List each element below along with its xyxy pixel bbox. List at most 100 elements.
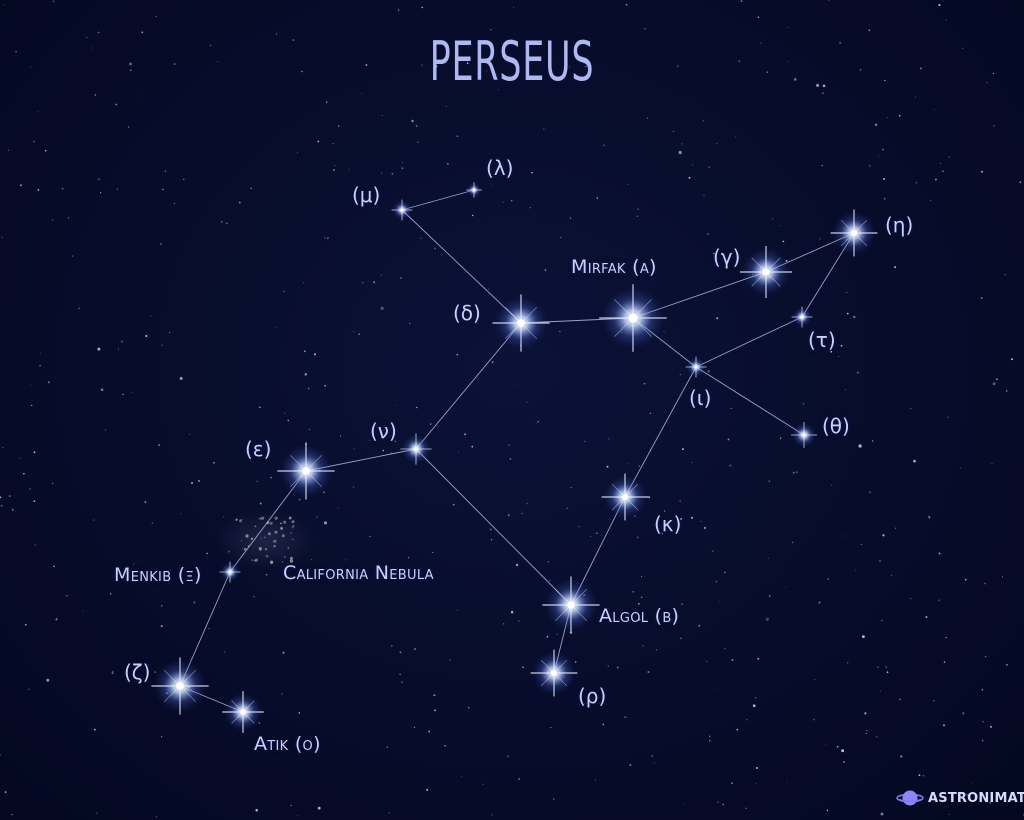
background-star bbox=[910, 408, 912, 410]
background-star bbox=[939, 163, 941, 165]
background-star bbox=[33, 500, 36, 502]
constellation-title: PERSEUS bbox=[429, 30, 595, 93]
background-star bbox=[864, 712, 867, 715]
background-star bbox=[399, 277, 403, 280]
nebula-star bbox=[280, 527, 283, 530]
background-star bbox=[46, 678, 50, 682]
background-star bbox=[713, 688, 715, 690]
background-star bbox=[925, 616, 928, 618]
background-star bbox=[369, 536, 371, 538]
background-star bbox=[399, 673, 401, 675]
star-beta bbox=[542, 576, 600, 634]
nebula-star bbox=[265, 554, 269, 558]
background-star bbox=[646, 117, 649, 120]
background-star bbox=[569, 217, 572, 219]
background-star bbox=[394, 440, 397, 443]
star-omicron bbox=[222, 691, 264, 733]
background-star bbox=[682, 448, 684, 451]
nebula-star bbox=[283, 556, 286, 558]
background-star bbox=[595, 779, 597, 781]
background-star bbox=[208, 628, 210, 630]
background-star bbox=[380, 274, 382, 276]
background-star bbox=[933, 700, 935, 702]
background-star bbox=[1011, 358, 1013, 361]
background-star bbox=[653, 762, 655, 764]
background-star bbox=[638, 603, 640, 605]
nebula-star bbox=[290, 532, 292, 534]
background-star bbox=[607, 665, 609, 667]
background-star bbox=[303, 350, 306, 353]
background-star bbox=[656, 649, 658, 651]
background-star bbox=[636, 536, 639, 539]
background-star bbox=[531, 171, 533, 174]
background-star bbox=[875, 736, 878, 738]
background-star bbox=[736, 728, 739, 731]
nebula-star bbox=[280, 522, 282, 525]
background-star bbox=[651, 755, 654, 758]
background-star bbox=[636, 215, 638, 217]
background-star bbox=[250, 187, 252, 190]
background-star bbox=[874, 123, 878, 127]
background-star bbox=[826, 809, 829, 812]
nebula-star bbox=[240, 519, 243, 521]
background-star bbox=[111, 672, 114, 675]
background-star bbox=[0, 504, 3, 507]
background-star bbox=[515, 563, 519, 567]
background-star bbox=[314, 353, 316, 356]
background-star bbox=[782, 240, 785, 243]
background-star bbox=[386, 746, 389, 749]
background-star bbox=[256, 480, 258, 482]
background-star bbox=[981, 170, 983, 173]
background-star bbox=[292, 39, 295, 41]
background-star bbox=[1, 236, 3, 238]
star-label-beta-text: Algol (β) bbox=[599, 605, 680, 627]
background-star bbox=[625, 717, 627, 719]
background-star bbox=[879, 560, 881, 562]
nebula-star bbox=[274, 516, 278, 520]
background-star bbox=[399, 651, 402, 654]
background-star bbox=[361, 92, 363, 94]
background-star bbox=[845, 388, 847, 390]
background-star bbox=[390, 452, 392, 454]
background-star bbox=[638, 465, 640, 467]
nebula-label-text: California Nebula bbox=[283, 562, 434, 584]
background-star bbox=[471, 214, 474, 217]
background-star bbox=[814, 679, 816, 681]
background-star bbox=[642, 645, 644, 647]
background-star bbox=[966, 793, 969, 796]
background-star bbox=[118, 348, 119, 350]
background-star bbox=[104, 429, 106, 431]
background-star bbox=[161, 736, 163, 738]
background-star bbox=[420, 237, 422, 239]
background-star bbox=[82, 610, 84, 612]
background-star bbox=[93, 728, 96, 731]
background-star bbox=[869, 491, 871, 494]
background-star bbox=[828, 0, 830, 1]
background-star bbox=[984, 656, 987, 658]
background-star bbox=[735, 136, 737, 138]
background-star bbox=[30, 384, 31, 386]
background-star bbox=[691, 462, 693, 464]
background-star bbox=[44, 149, 47, 152]
background-star bbox=[768, 480, 770, 482]
star-label-nu: (ν) bbox=[370, 419, 397, 443]
background-star bbox=[351, 570, 353, 573]
background-star bbox=[308, 428, 310, 430]
background-star bbox=[168, 331, 171, 334]
background-star bbox=[129, 62, 132, 66]
background-star bbox=[574, 661, 577, 663]
background-star bbox=[444, 744, 447, 747]
background-star bbox=[238, 201, 241, 204]
background-star bbox=[718, 601, 720, 603]
background-star bbox=[270, 476, 272, 479]
background-star bbox=[569, 66, 571, 68]
background-star bbox=[298, 498, 301, 501]
background-star bbox=[608, 438, 610, 440]
background-star bbox=[401, 167, 404, 170]
background-star bbox=[37, 189, 40, 191]
constellation-line-iota-kappa bbox=[624, 366, 697, 498]
background-star bbox=[738, 60, 741, 63]
background-star bbox=[151, 522, 154, 525]
background-star bbox=[428, 730, 431, 733]
background-star bbox=[471, 445, 474, 448]
